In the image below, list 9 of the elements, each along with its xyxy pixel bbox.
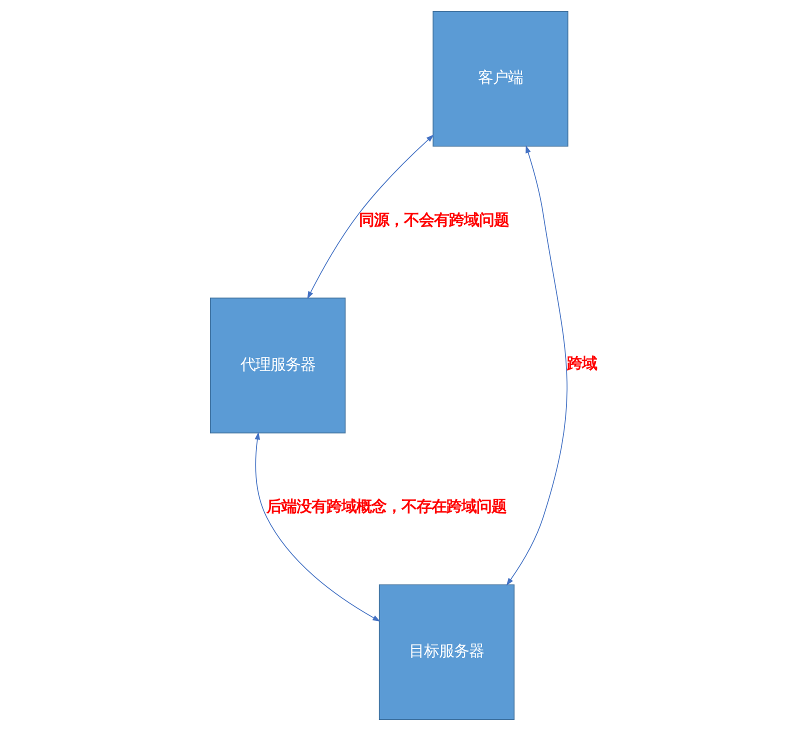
edge-label: 后端没有跨域概念，不存在跨域问题 (266, 498, 507, 516)
arrow (307, 134, 434, 300)
node-box: 代理服务器 (210, 298, 346, 434)
node-box: 目标服务器 (378, 584, 515, 720)
edge-label: 跨域 (567, 354, 598, 372)
arrow (506, 145, 568, 586)
edge-label: 同源，不会有跨域问题 (358, 211, 509, 230)
arrow (254, 432, 380, 622)
node-box: 客户端 (432, 11, 568, 147)
